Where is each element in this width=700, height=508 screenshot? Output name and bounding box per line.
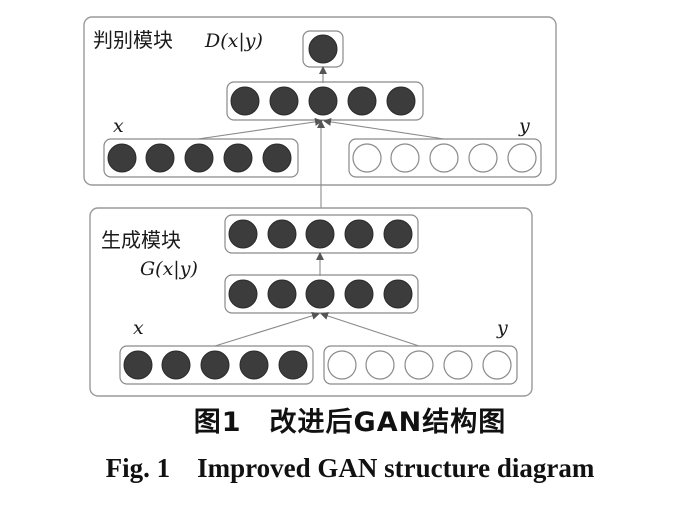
- generator-output-node: [383, 219, 413, 249]
- generator-x-node: [161, 350, 191, 380]
- gan-structure-diagram: 判别模块 D(x|y) x y: [83, 16, 557, 397]
- discriminator-hidden-node: [230, 86, 260, 116]
- generator-y-node: [404, 350, 434, 380]
- discriminator-y-node: [429, 143, 459, 173]
- generator-y-label: y: [496, 317, 508, 339]
- generator-hidden-layer: [224, 274, 419, 314]
- generator-x-node: [123, 350, 153, 380]
- generator-y-input-layer: [323, 345, 518, 385]
- discriminator-hidden-node: [308, 86, 338, 116]
- generator-title: 生成模块: [101, 228, 181, 252]
- discriminator-title: 判别模块: [93, 28, 173, 52]
- discriminator-hidden-layer: [226, 81, 424, 121]
- discriminator-x-input-layer: [103, 138, 299, 178]
- discriminator-y-node: [390, 143, 420, 173]
- discriminator-output-node: [308, 34, 338, 64]
- generator-y-node: [482, 350, 512, 380]
- generator-output-layer: [224, 214, 419, 254]
- generator-output-node: [267, 219, 297, 249]
- generator-x-node: [278, 350, 308, 380]
- generator-module: 生成模块 G(x|y) x: [89, 207, 533, 397]
- discriminator-y-node: [468, 143, 498, 173]
- generator-output-node: [305, 219, 335, 249]
- discriminator-x-label: x: [113, 115, 124, 137]
- discriminator-arrow-y-to-hidden: [323, 117, 445, 140]
- generator-x-input-layer: [119, 345, 314, 385]
- discriminator-formula: D(x|y): [204, 30, 263, 52]
- discriminator-module: 判别模块 D(x|y) x y: [83, 16, 557, 186]
- generator-hidden-node: [305, 279, 335, 309]
- figure-caption-english: Fig. 1 Improved GAN structure diagram: [105, 453, 595, 483]
- discriminator-x-node: [184, 143, 214, 173]
- generator-formula: G(x|y): [140, 258, 198, 280]
- discriminator-hidden-node: [386, 86, 416, 116]
- generator-y-node: [443, 350, 473, 380]
- discriminator-y-node: [507, 143, 537, 173]
- generator-arrow-y-to-hidden: [320, 312, 420, 347]
- generator-hidden-node: [267, 279, 297, 309]
- generator-hidden-node: [228, 279, 258, 309]
- generator-x-label: x: [133, 317, 144, 339]
- figure-caption-chinese: 图1 改进后GAN结构图: [193, 407, 507, 438]
- generator-output-node: [228, 219, 258, 249]
- discriminator-y-node: [352, 143, 382, 173]
- generator-x-node: [239, 350, 269, 380]
- generator-y-node: [327, 350, 357, 380]
- discriminator-x-node: [145, 143, 175, 173]
- discriminator-y-input-layer: [348, 138, 542, 178]
- discriminator-x-node: [223, 143, 253, 173]
- discriminator-arrow-x-to-hidden: [197, 117, 323, 140]
- generator-y-node: [365, 350, 395, 380]
- generator-x-node: [200, 350, 230, 380]
- generator-output-node: [344, 219, 374, 249]
- generator-arrow-x-to-hidden: [214, 311, 320, 347]
- generator-hidden-node: [344, 279, 374, 309]
- discriminator-x-node: [107, 143, 137, 173]
- discriminator-y-label: y: [518, 115, 530, 137]
- discriminator-hidden-node: [347, 86, 377, 116]
- discriminator-x-node: [262, 143, 292, 173]
- discriminator-hidden-node: [269, 86, 299, 116]
- generator-hidden-node: [383, 279, 413, 309]
